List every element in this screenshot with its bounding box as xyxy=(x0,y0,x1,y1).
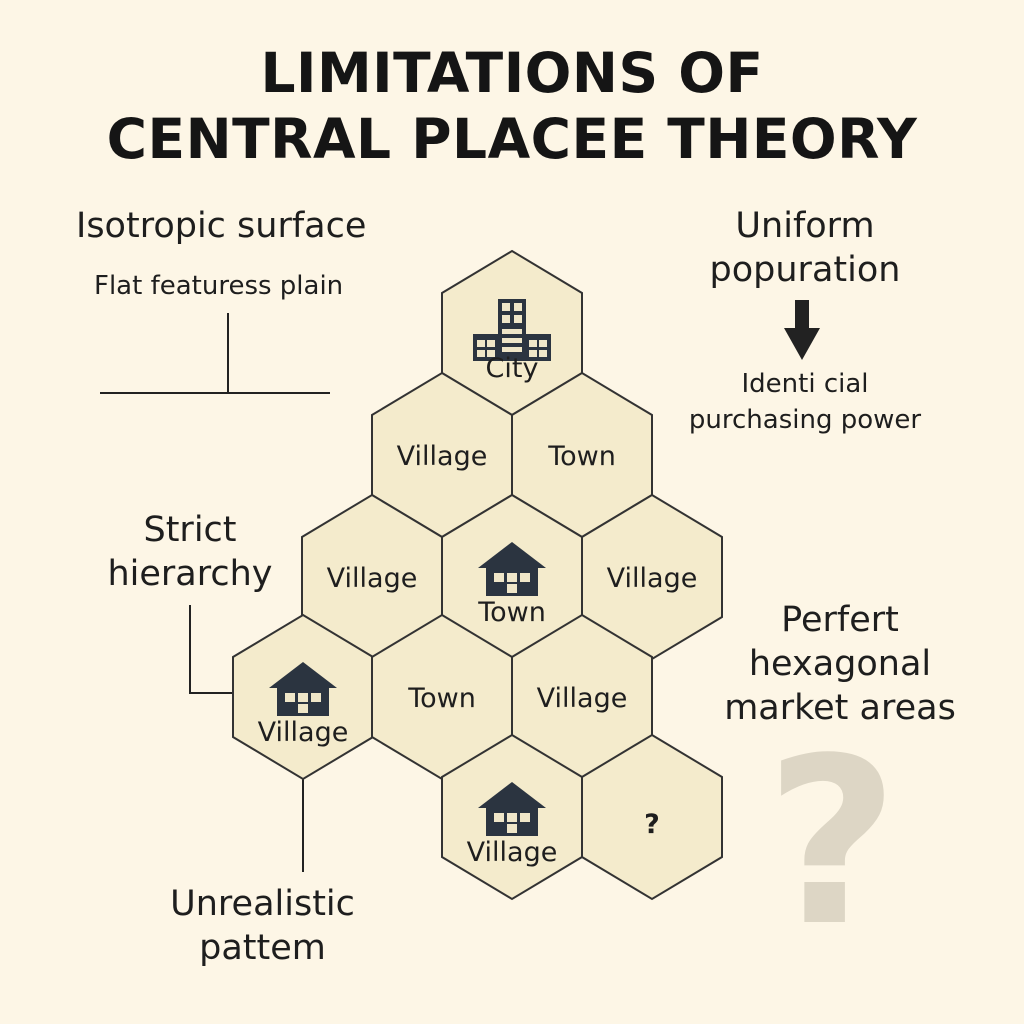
uniform-sub: Identi cial purchasing power xyxy=(670,366,940,438)
title-line-2: CENTRAL PLACEE THEORY xyxy=(106,107,918,171)
hexagonal-label: Perfert hexagonal market areas xyxy=(705,598,975,730)
hex-label: Town xyxy=(547,441,616,472)
uniform-sub-line-1: Identi cial xyxy=(741,369,869,399)
hex-label: Village xyxy=(327,563,418,594)
title-line-1: LIMITATIONS OF xyxy=(260,41,764,105)
hexagonal-line-2: hexagonal xyxy=(748,644,932,684)
hex-label: Town xyxy=(407,683,476,714)
hex-label: Village xyxy=(537,683,628,714)
market-area-hex: Town xyxy=(511,371,653,539)
hierarchy-label: Strict hierarchy xyxy=(100,508,280,596)
house-icon xyxy=(478,782,546,836)
hexagonal-line-1: Perfert xyxy=(781,600,899,640)
hierarchy-line-1: Strict xyxy=(143,510,237,550)
house-icon xyxy=(269,662,337,716)
hex-label: Village xyxy=(467,837,558,868)
hex-label: City xyxy=(486,353,539,384)
market-area-hex: Village xyxy=(441,733,583,901)
market-area-hex: Village xyxy=(371,371,513,539)
uniform-sub-line-2: purchasing power xyxy=(688,405,922,435)
hex-label: Town xyxy=(477,597,546,628)
unrealistic-label: Unrealistic pattem xyxy=(150,882,375,970)
down-arrow-icon xyxy=(784,300,820,360)
hex-label: Village xyxy=(258,717,349,748)
unrealistic-line-1: Unrealistic xyxy=(170,884,355,924)
house-icon xyxy=(478,542,546,596)
page-title: LIMITATIONS OF CENTRAL PLACEE THEORY xyxy=(0,40,1024,172)
hierarchy-line-2: hierarchy xyxy=(107,554,273,594)
hex-label: Village xyxy=(397,441,488,472)
hex-label: Village xyxy=(607,563,698,594)
uniform-heading-line-2: popuration xyxy=(709,250,901,290)
market-area-hex: Village xyxy=(232,613,374,781)
market-area-hex: Village xyxy=(581,493,723,661)
hex-label: ? xyxy=(644,809,660,840)
market-area-hex: Village xyxy=(511,613,653,781)
unrealistic-line-2: pattem xyxy=(199,928,326,968)
market-area-hex: City xyxy=(441,249,583,417)
market-area-hex: ? xyxy=(581,733,723,901)
hex-shape xyxy=(581,733,723,901)
uniform-heading: Uniform popuration xyxy=(690,204,920,292)
isotropic-sub: Flat featuress plain xyxy=(94,271,344,301)
market-area-hex: Town xyxy=(441,493,583,661)
uniform-heading-line-1: Uniform xyxy=(735,206,875,246)
hierarchy-connector xyxy=(189,605,235,694)
hexagonal-line-3: market areas xyxy=(724,688,956,728)
large-question-mark: ? xyxy=(765,710,898,977)
isotropic-heading: Isotropic surface xyxy=(76,206,367,246)
city-building-icon xyxy=(473,299,551,361)
